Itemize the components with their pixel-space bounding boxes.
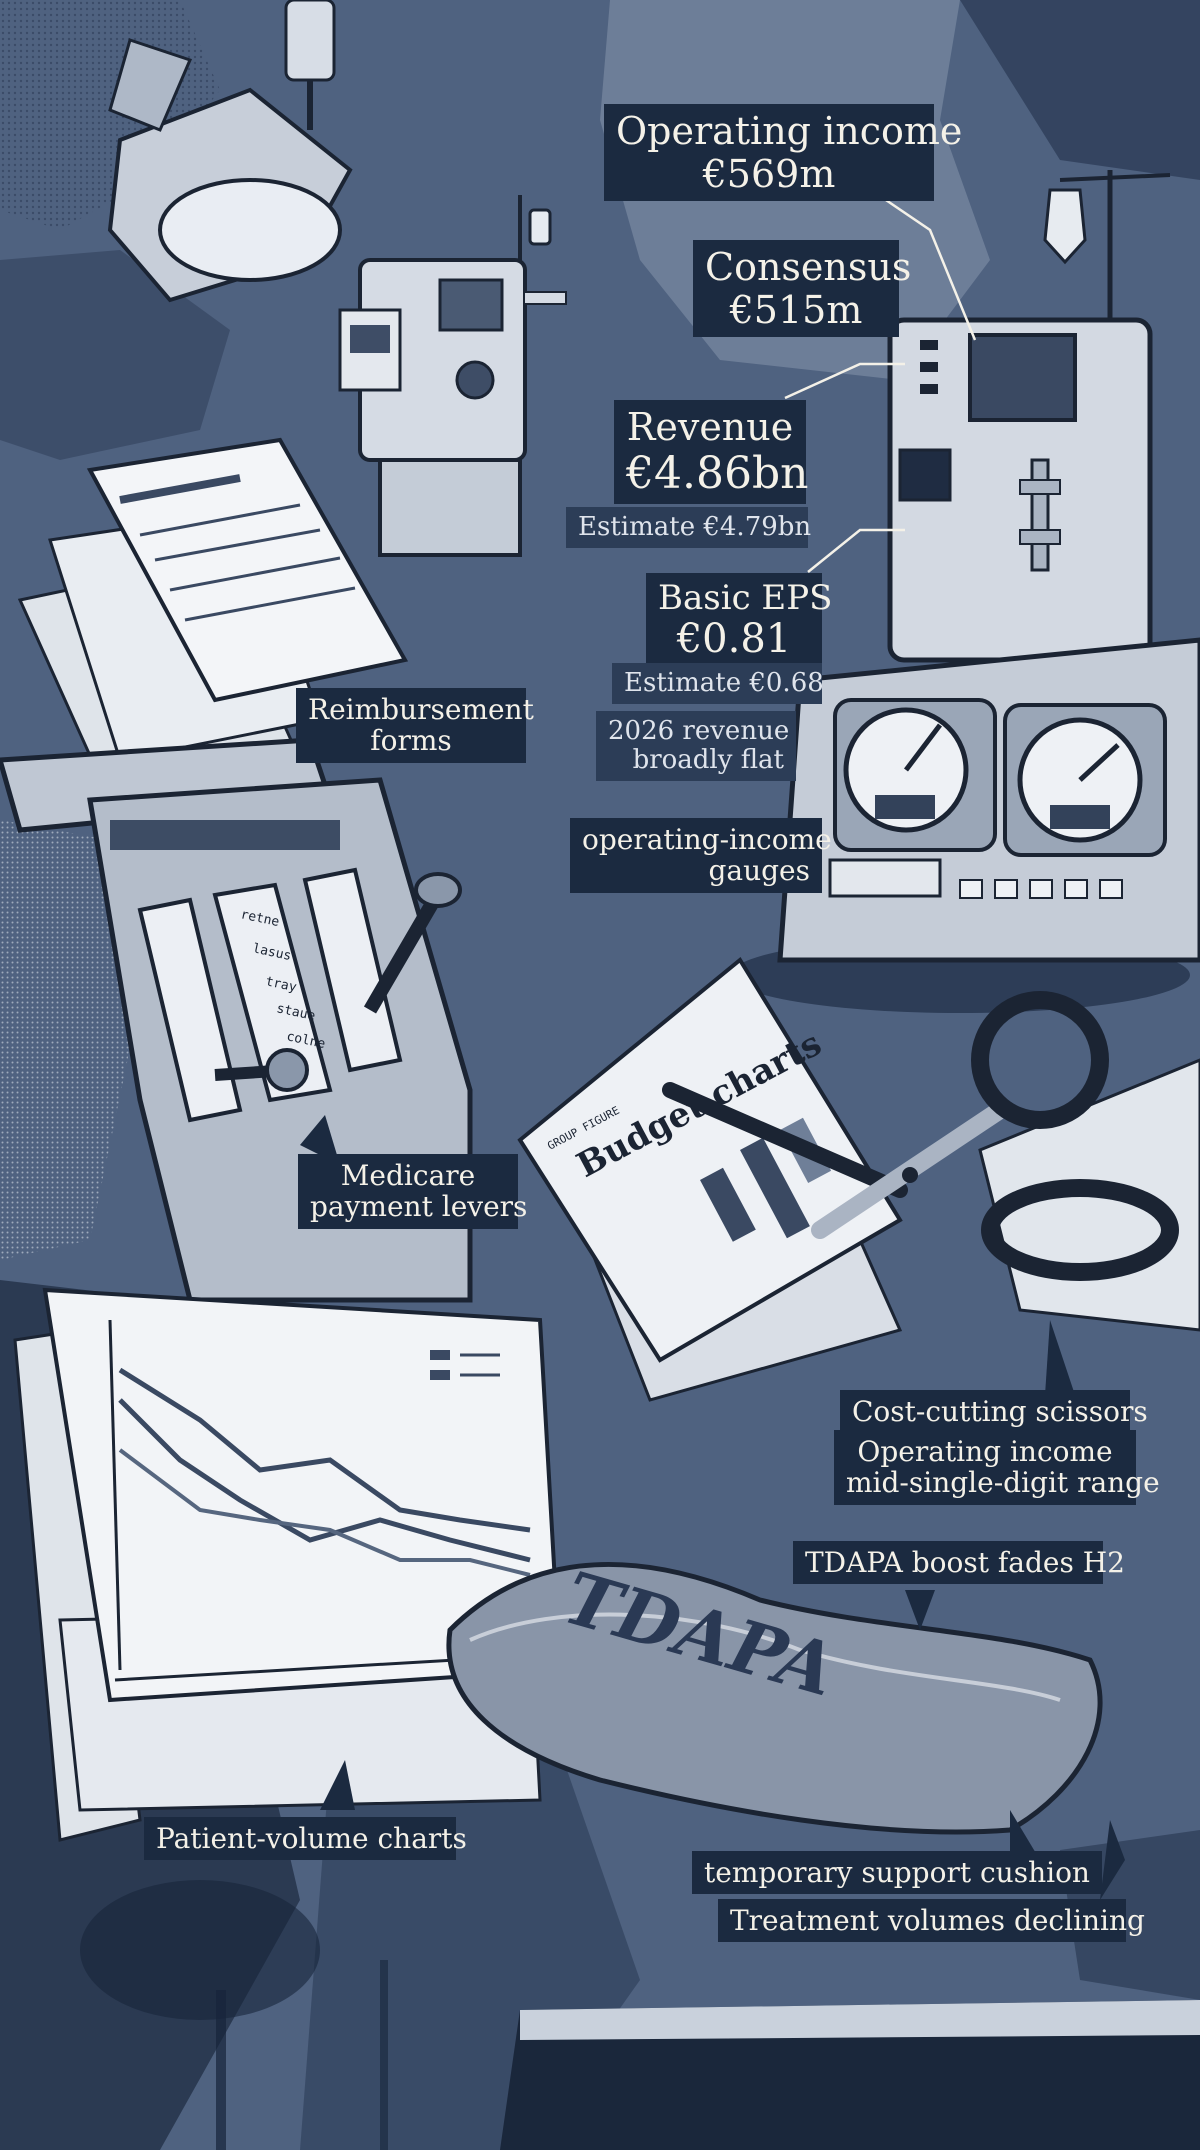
- operating-income-value: €569m: [702, 151, 836, 196]
- consensus-label: Consensus: [705, 245, 912, 289]
- medicare-levers-label: Medicare payment levers: [298, 1154, 527, 1229]
- lever-label: tray: [264, 974, 298, 995]
- large-dialysis-machine: [887, 170, 1171, 663]
- basic-eps-estimate: Estimate €0.68: [612, 663, 824, 705]
- reimbursement-forms: [17, 437, 409, 802]
- patient-volume-charts-label: Patient-volume charts: [144, 1817, 467, 1861]
- callout-pointers: [300, 1115, 1125, 1900]
- operating-income-label: Operating income: [616, 109, 963, 153]
- consensus-value: €515m: [729, 287, 863, 332]
- consensus-figure: Consensus €515m: [693, 240, 912, 338]
- reimbursement-forms-label: Reimbursement forms: [296, 688, 534, 763]
- basic-eps-value: €0.81: [676, 616, 792, 663]
- support-cushion-label: temporary support cushion: [692, 1851, 1102, 1895]
- gauges-label: operating-income gauges: [570, 818, 832, 893]
- small-dialysis-machine: [338, 195, 567, 557]
- callout-leader-lines: [784, 194, 977, 573]
- revenue-label: Revenue: [626, 405, 794, 449]
- revenue-outlook-line1: 2026 revenue: [608, 716, 790, 746]
- tdapa-fade-label: TDAPA boost fades H2: [793, 1541, 1125, 1585]
- revenue-figure: Revenue €4.86bn: [614, 400, 809, 504]
- operating-income-figure: Operating income €569m: [604, 104, 963, 202]
- basic-eps-label: Basic EPS: [658, 578, 833, 618]
- revenue-outlook: 2026 revenue broadly flat: [596, 711, 796, 782]
- cost-cutting-scissors-label: Cost-cutting scissors: [840, 1390, 1148, 1434]
- treatment-volumes-label: Treatment volumes declining: [718, 1899, 1145, 1943]
- scissors-icon: [662, 991, 1179, 1281]
- operating-income-guidance-label: Operating income mid-single-digit range: [834, 1430, 1160, 1505]
- revenue-estimate: Estimate €4.79bn: [566, 507, 811, 549]
- patient-volume-chart: [13, 1287, 563, 1842]
- revenue-outlook-line2: broadly flat: [632, 745, 784, 776]
- gauge-console: [777, 637, 1200, 963]
- surgical-lamp: [107, 0, 353, 303]
- basic-eps-figure: Basic EPS €0.81: [646, 573, 833, 668]
- revenue-value: €4.86bn: [626, 447, 809, 499]
- tdapa-cushion: TDAPA: [446, 1555, 1103, 1835]
